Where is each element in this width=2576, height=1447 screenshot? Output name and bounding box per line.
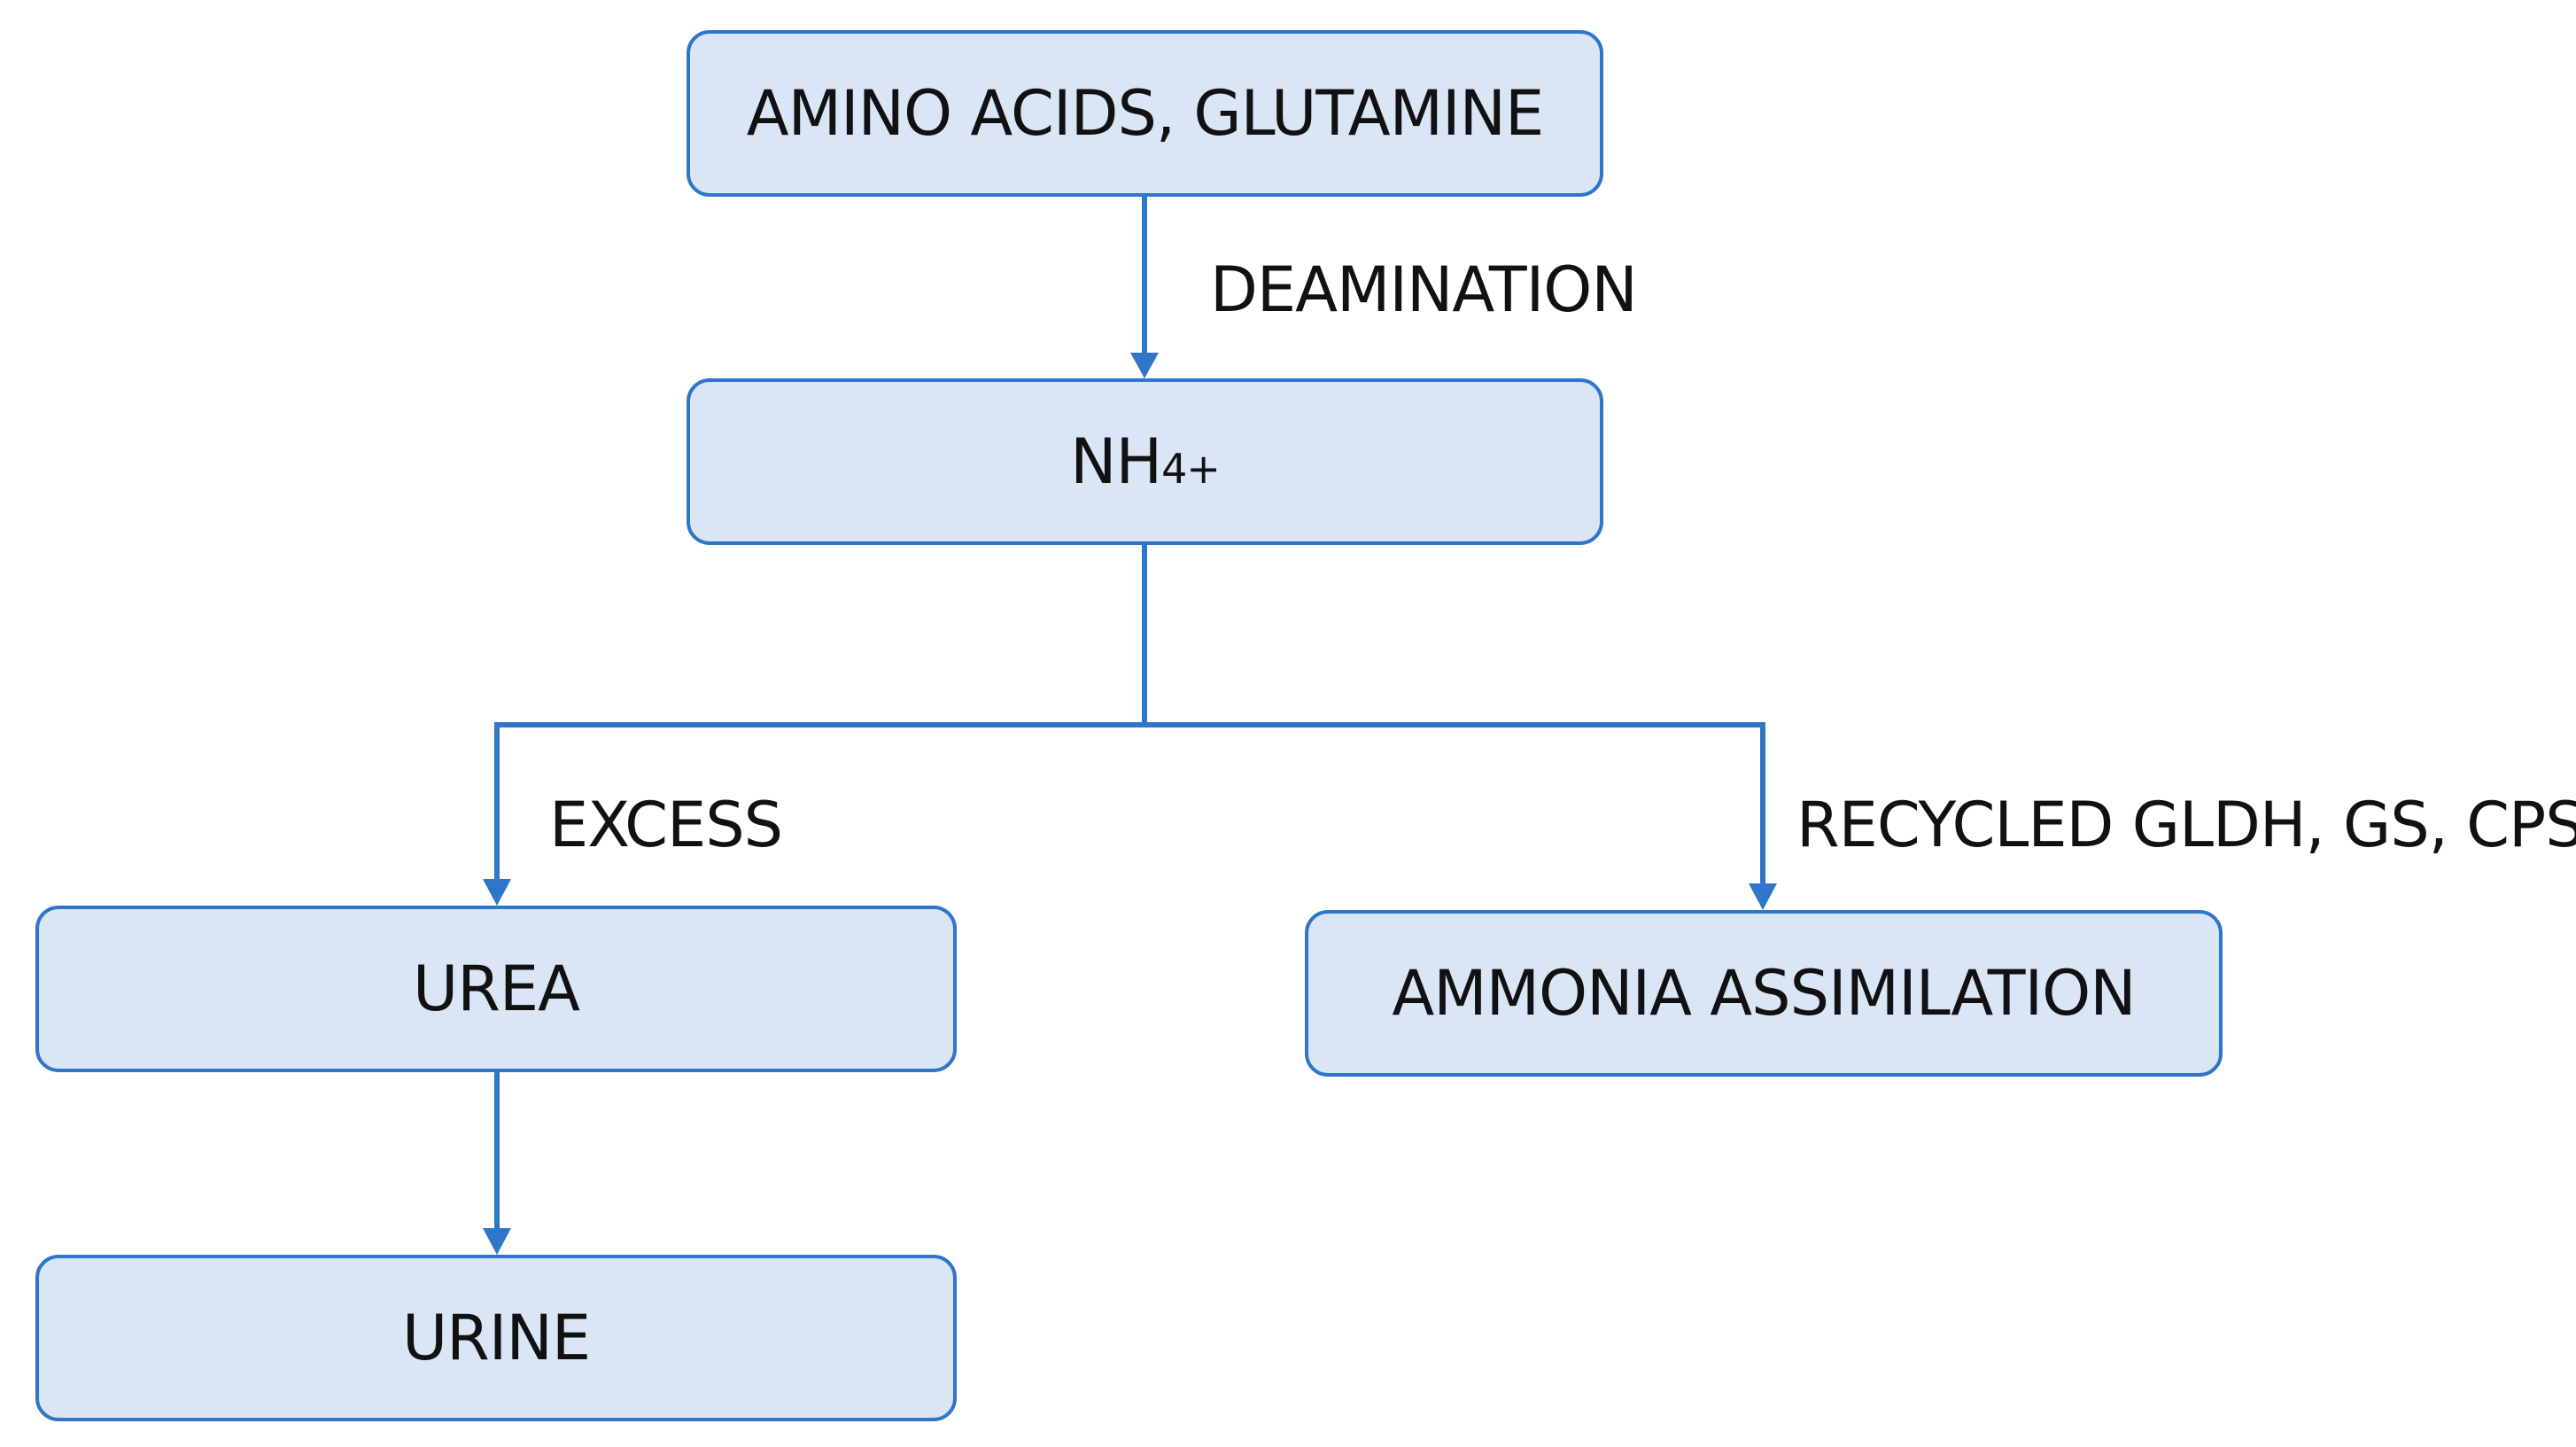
assimilation-label: AMMONIA ASSIMILATION [1392,957,2136,1030]
source-node: AMINO ACIDS, GLUTAMINE [687,30,1603,197]
assimilation-node: AMMONIA ASSIMILATION [1305,910,2223,1077]
arrowhead-excess [483,879,511,906]
arrowhead-recycled [1749,883,1777,910]
excess-label: EXCESS [549,789,783,861]
deamination-label: DEAMINATION [1210,253,1638,326]
urine-label: URINE [401,1302,591,1374]
urea-label: UREA [413,953,580,1025]
arrowhead-urea-urine [483,1228,511,1255]
ammonium-subscript: 4 [1161,445,1187,493]
arrowhead-deamination [1130,353,1159,378]
recycled-label: RECYCLED GLDH, GS, CPS [1796,789,2576,861]
urea-node: UREA [35,906,957,1072]
urine-node: URINE [35,1255,957,1421]
source-label: AMINO ACIDS, GLUTAMINE [746,77,1544,150]
ammonium-superscript: + [1186,445,1221,493]
ammonium-base: NH [1070,425,1162,498]
